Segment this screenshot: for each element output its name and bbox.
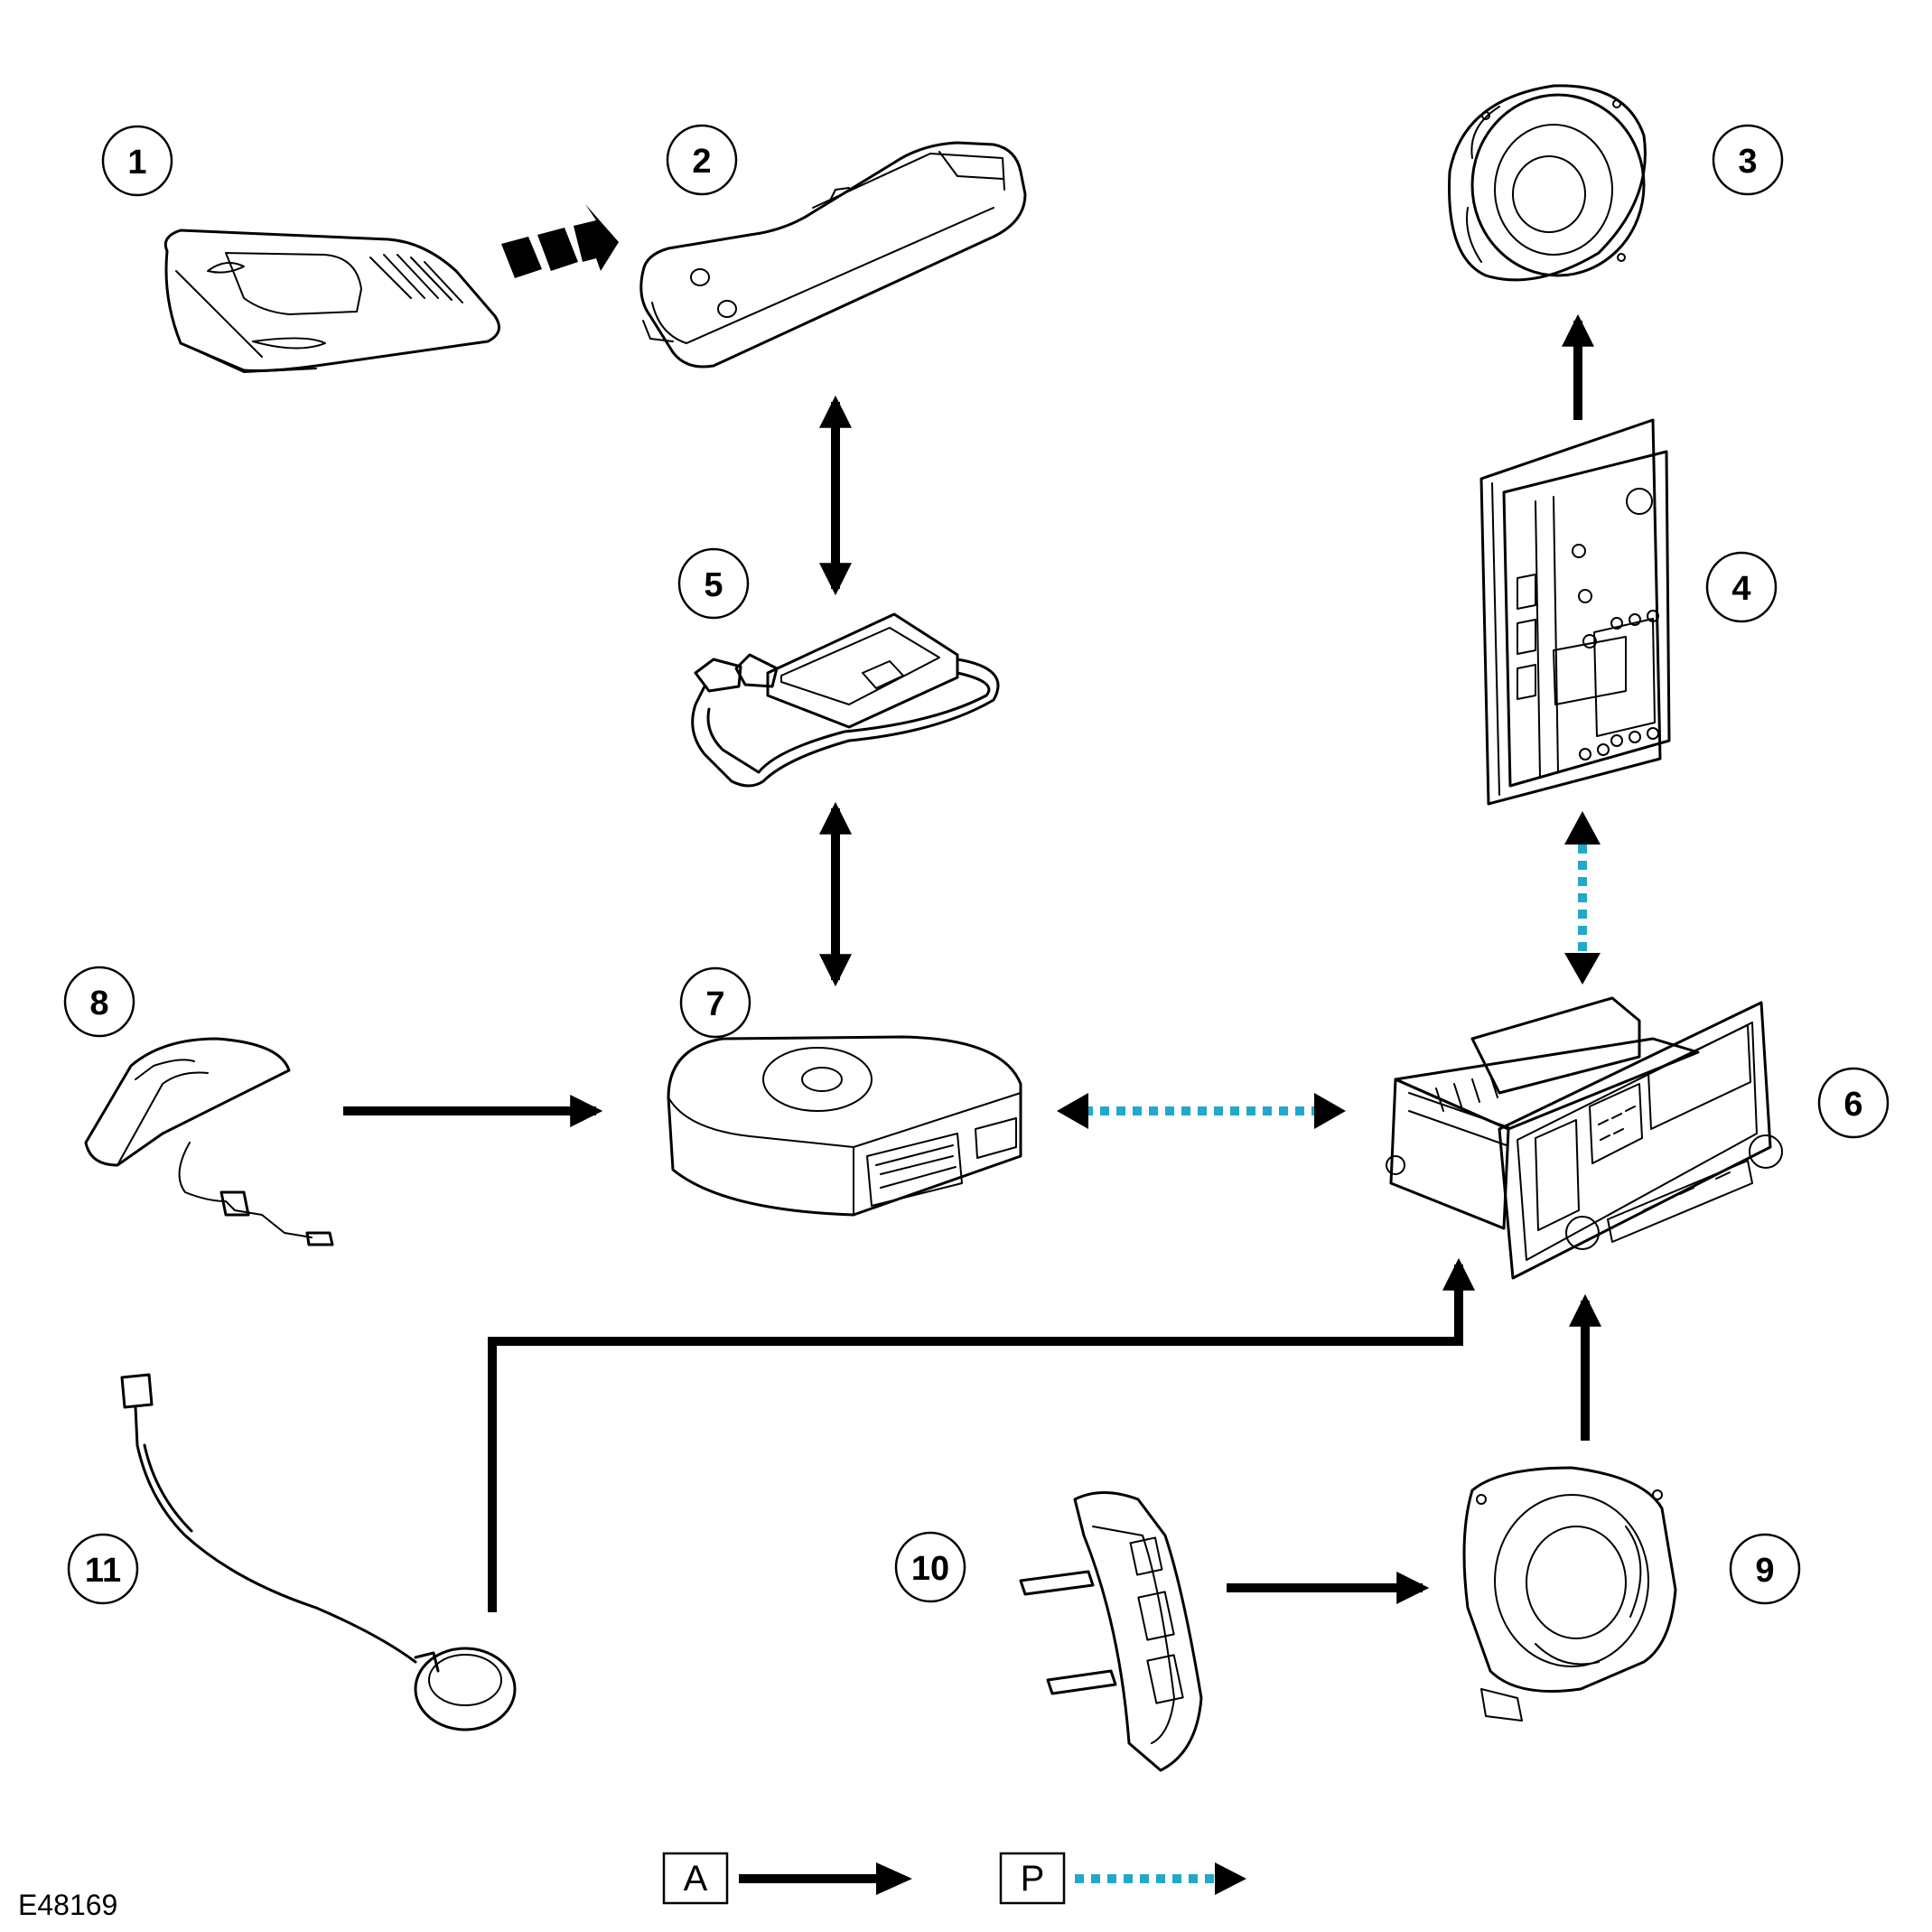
arrow-11-6 [488, 1257, 1475, 1612]
legend-dotted: P [999, 1852, 1246, 1905]
svg-text:4: 4 [1731, 570, 1750, 608]
speaker-illustration [1448, 84, 1647, 282]
phone-cradle-illustration [639, 141, 1027, 369]
head-unit-illustration [1386, 996, 1783, 1280]
solid-arrows [343, 313, 1601, 1612]
legend-solid: A [662, 1852, 912, 1905]
svg-text:11: 11 [85, 1552, 121, 1590]
legend-dotted-label: P [1021, 1859, 1045, 1899]
callout-1: 1 [101, 125, 173, 197]
callout-11: 11 [67, 1533, 139, 1605]
svg-text:6: 6 [1843, 1086, 1862, 1124]
callout-2: 2 [666, 124, 738, 196]
dotted-arrows [1057, 811, 1601, 1129]
microphone-illustration [120, 1373, 517, 1731]
callout-9: 9 [1729, 1533, 1801, 1605]
cradle-interface-illustration [691, 612, 1000, 788]
callout-10: 10 [894, 1531, 966, 1603]
callout-3: 3 [1712, 124, 1784, 196]
legend-solid-label: A [684, 1859, 708, 1899]
callout-6: 6 [1817, 1067, 1890, 1139]
telephone-module-illustration [667, 1035, 1022, 1217]
legend: A P [662, 1852, 1246, 1905]
svg-text:3: 3 [1738, 143, 1757, 181]
svg-text:10: 10 [911, 1550, 949, 1588]
svg-text:7: 7 [705, 985, 724, 1023]
roof-antenna-illustration [84, 1037, 334, 1246]
svg-text:2: 2 [692, 143, 711, 181]
callout-4: 4 [1705, 551, 1778, 623]
svg-text:5: 5 [704, 566, 723, 604]
callout-5: 5 [677, 547, 750, 620]
transfer-chevron-arrow [501, 204, 619, 278]
mobile-phone-illustration [163, 229, 500, 373]
steering-switch-illustration [1019, 1491, 1203, 1772]
figure-reference: E48169 [18, 1889, 117, 1921]
amplifier-module-illustration [1479, 418, 1671, 806]
clockspring-illustration [1462, 1466, 1677, 1722]
callout-8: 8 [63, 966, 135, 1038]
svg-text:8: 8 [89, 985, 108, 1022]
svg-text:9: 9 [1755, 1552, 1774, 1590]
svg-text:1: 1 [127, 144, 146, 182]
callout-7: 7 [679, 966, 751, 1039]
